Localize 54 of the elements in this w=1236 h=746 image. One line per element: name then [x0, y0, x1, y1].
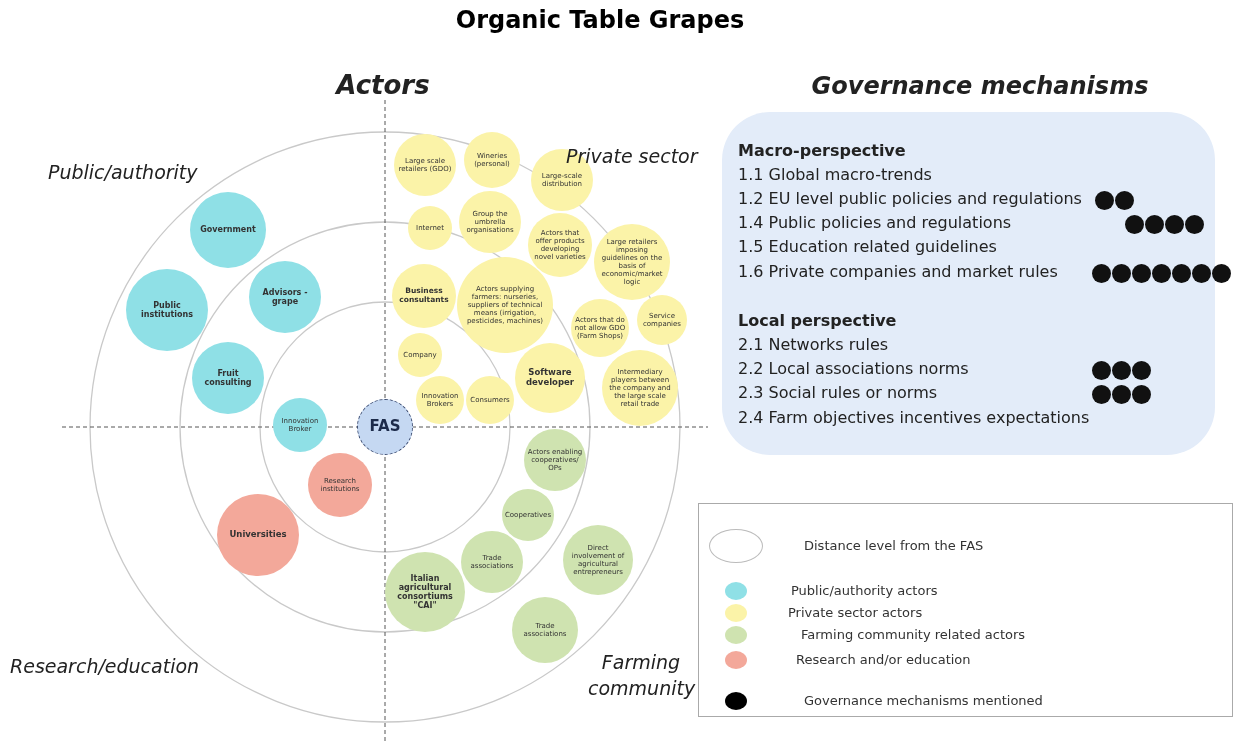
diagram-title: Organic Table Grapes — [454, 6, 746, 34]
mechanism-item: 2.3 Social rules or norms — [738, 383, 938, 402]
actor-bubble — [464, 132, 520, 188]
bubble-label: Fruit consulting — [203, 368, 253, 388]
actor-bubble — [528, 213, 592, 277]
legend-text: Research and/or education — [796, 652, 971, 667]
actor-bubble — [249, 261, 321, 333]
actor-bubble — [190, 192, 266, 268]
actor-bubble — [594, 224, 670, 300]
mechanism-item: 2.2 Local associations norms — [738, 359, 969, 378]
legend-text: Distance level from the FAS — [804, 538, 984, 553]
actor-bubble — [461, 531, 523, 593]
mechanism-item: 1.6 Private companies and market rules — [738, 262, 1058, 281]
actor-bubble — [416, 376, 464, 424]
quadrant-label: Research/education — [10, 654, 201, 679]
bubble-label: Universities — [229, 530, 287, 540]
mechanism-item: 2.1 Networks rules — [738, 335, 889, 354]
section-title: Governance mechanisms — [810, 71, 1150, 102]
actor-bubble — [408, 206, 452, 250]
mechanism-item: 2.4 Farm objectives incentives expectations — [738, 408, 1090, 427]
actor-bubble — [515, 343, 585, 413]
actor-bubble — [398, 333, 442, 377]
actor-bubble — [571, 299, 629, 357]
legend-text: Farming community related actors — [801, 627, 1026, 642]
quadrant-label: Farming community — [588, 650, 694, 701]
legend-text: Governance mechanisms mentioned — [804, 693, 1043, 708]
legend-text: Private sector actors — [788, 605, 923, 620]
bubble-label: Government — [200, 225, 256, 235]
mechanism-item: 1.5 Education related guidelines — [738, 237, 997, 256]
actor-bubble — [385, 552, 465, 632]
bubble-label: Italian agricultural consortiums "CAI" — [396, 573, 454, 611]
bubble-label: Software developer — [525, 368, 575, 388]
actor-bubble — [502, 489, 554, 541]
mechanism-item: 1.2 EU level public policies and regulations — [738, 189, 1082, 208]
bubble-label: Public institutions — [140, 300, 194, 320]
section-title: Actors — [334, 69, 431, 102]
actor-bubble — [126, 269, 208, 351]
bubble-label: FAS — [369, 418, 401, 436]
actor-bubble — [273, 398, 327, 452]
section-heading: Local perspective — [738, 311, 897, 330]
actor-bubble — [637, 295, 687, 345]
mechanism-item: 1.1 Global macro-trends — [738, 165, 932, 184]
mechanism-item: 1.4 Public policies and regulations — [738, 213, 1012, 232]
quadrant-label: Public/authority — [48, 160, 199, 185]
bubble-label: Advisors - grape — [261, 287, 309, 307]
actor-bubble — [563, 525, 633, 595]
legend-text: Public/authority actors — [791, 583, 938, 598]
actor-bubble — [524, 429, 586, 491]
actor-bubble — [602, 350, 678, 426]
quadrant-label: Private sector — [566, 144, 700, 169]
fas-circle — [357, 399, 413, 455]
section-heading: Macro-perspective — [738, 141, 906, 160]
actor-bubble — [466, 376, 514, 424]
actor-bubble — [192, 342, 264, 414]
